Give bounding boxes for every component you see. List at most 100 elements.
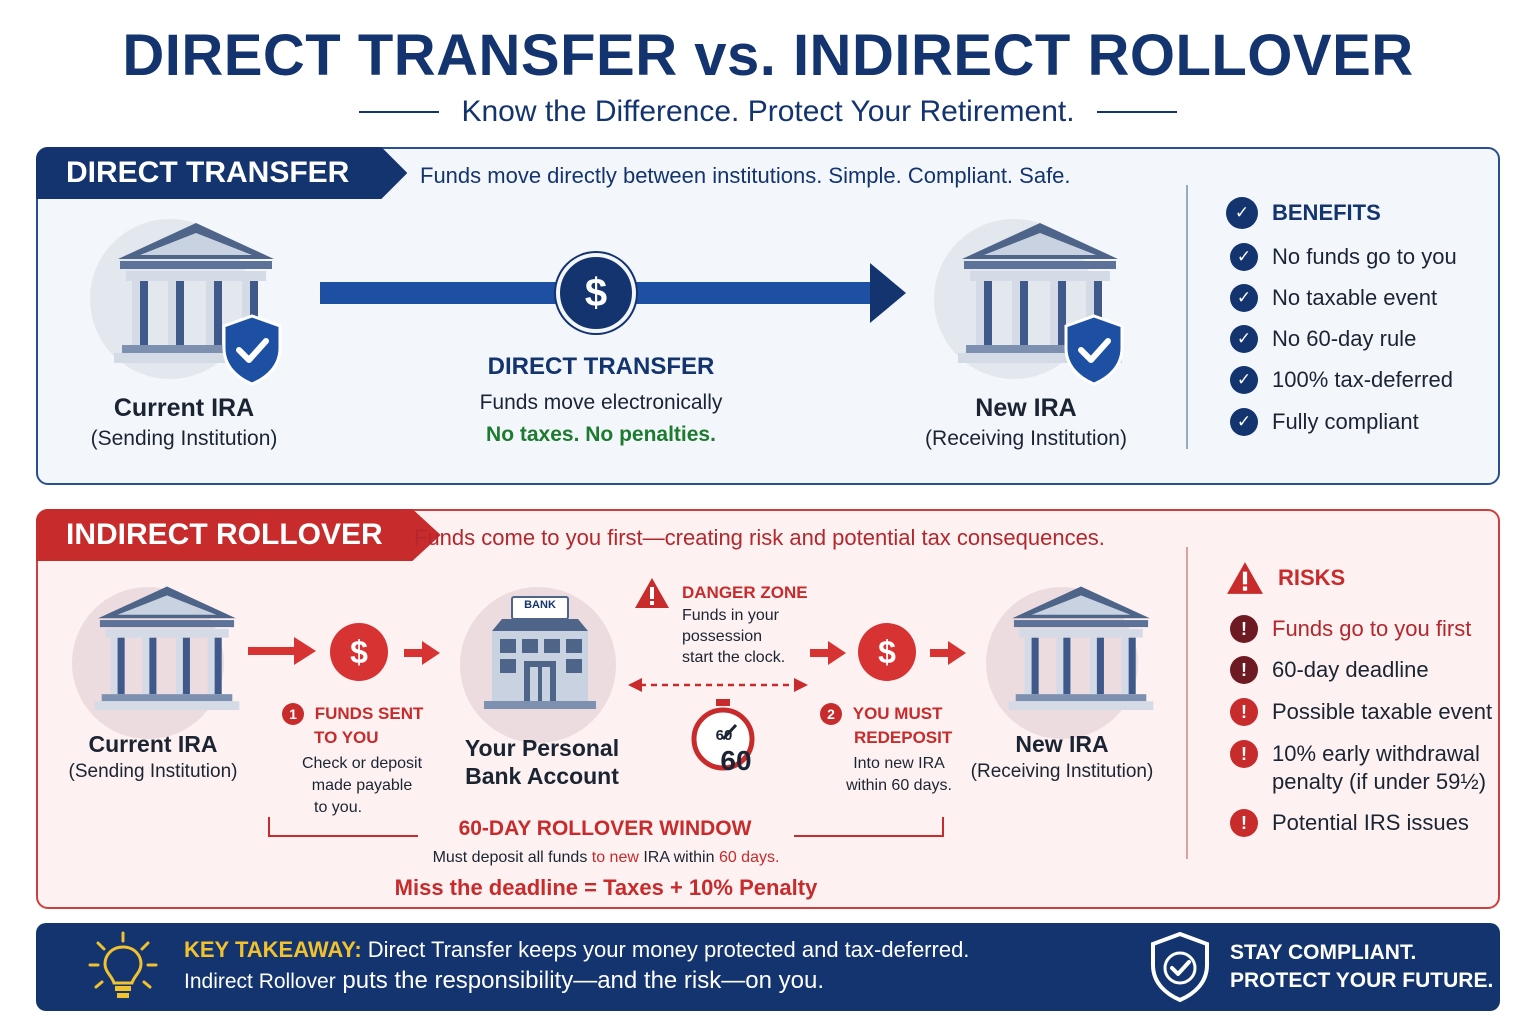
bank-icon (114, 223, 278, 363)
indirect-rollover-tag: INDIRECT ROLLOVER (36, 509, 441, 561)
check-circle-icon: ✓ (1230, 284, 1258, 312)
page-title: DIRECT TRANSFER vs. INDIRECT ROLLOVER (122, 23, 1414, 88)
subtitle-rule-right (1096, 111, 1177, 113)
indirect-source-role: (Sending Institution) (68, 761, 238, 782)
danger-zone-line2: possession (682, 628, 763, 645)
step2-desc-line2: within 60 days. (846, 777, 952, 794)
red-arrow-icon (248, 637, 316, 665)
step2-title-line1: YOU MUST (852, 704, 943, 723)
direct-transfer-tag: DIRECT TRANSFER (36, 147, 408, 199)
danger-zone-line3: start the clock. (682, 649, 786, 666)
takeaway-line1: KEY TAKEAWAY: Direct Transfer keeps your… (184, 937, 969, 963)
bank-icon (94, 586, 240, 711)
step1-desc-line3: to you. (314, 799, 363, 816)
check-circle-icon: ✓ (1230, 325, 1258, 353)
bank-sign-label: BANK (524, 599, 556, 611)
risk-label: 60-day deadline (1272, 657, 1429, 682)
direct-source-role: (Sending Institution) (90, 427, 278, 450)
step2-desc-line1: Into new IRA (853, 755, 945, 772)
window-bracket-left (268, 817, 418, 837)
subtitle-row: Know the Difference. Protect Your Retire… (0, 92, 1536, 132)
check-circle-icon: ✓ (1230, 408, 1258, 436)
takeaway-line2: Indirect Rollover puts the responsibilit… (184, 967, 824, 995)
lightbulb-icon (88, 931, 158, 998)
direct-transfer-label: DIRECT TRANSFER (487, 353, 715, 380)
timer-value: 60 (720, 745, 752, 776)
direct-transfer-panel: DIRECT TRANSFER Funds move directly betw… (36, 147, 1500, 485)
subtitle-rule-left (359, 111, 440, 113)
benefit-item: ✓ No funds go to you (1230, 243, 1457, 271)
step2-title-line2: REDEPOSIT (854, 728, 953, 747)
risk-item: ! 60-day deadline (1230, 656, 1429, 684)
check-circle-icon: ✓ (1230, 366, 1258, 394)
window-bracket-right (794, 817, 944, 837)
shield-check-icon (1064, 314, 1124, 386)
indirect-rollover-description: Funds come to you first—creating risk an… (414, 525, 1105, 550)
risks-heading-label: RISKS (1278, 565, 1346, 590)
warning-triangle-icon (635, 578, 669, 608)
direct-transfer-description: Funds move directly between institutions… (420, 163, 1071, 188)
step1-title-line2: TO YOU (314, 728, 379, 747)
takeaway-text: puts the responsibility—and the risk—on … (335, 967, 824, 994)
takeaway-label: KEY TAKEAWAY: (184, 937, 362, 962)
risk-item: ! Possible taxable event (1230, 698, 1492, 726)
benefit-item: ✓ Fully compliant (1230, 408, 1419, 436)
indirect-source-name: Current IRA (88, 731, 218, 757)
window-line-part: to new (591, 849, 639, 866)
direct-source-name: Current IRA (113, 394, 255, 422)
benefit-label: 100% tax-deferred (1272, 367, 1453, 392)
personal-bank-name-line2: Bank Account (465, 763, 619, 789)
slogan-line2: PROTECT YOUR FUTURE. (1230, 969, 1494, 992)
dollar-icon: $ (556, 253, 636, 333)
exclamation-circle-icon: ! (1230, 698, 1258, 726)
transfer-arrow-head-icon (870, 263, 906, 323)
slogan-line1: STAY COMPLIANT. (1230, 941, 1417, 964)
benefit-item: ✓ 100% tax-deferred (1230, 366, 1453, 394)
indirect-rollover-panel: INDIRECT ROLLOVER Funds come to you firs… (36, 509, 1500, 909)
deadline-warning: Miss the deadline = Taxes + 10% Penalty (394, 875, 818, 900)
danger-zone-line1: Funds in your (682, 607, 779, 624)
benefit-item: ✓ No 60-day rule (1230, 325, 1416, 353)
danger-zone-title: DANGER ZONE (682, 583, 808, 602)
check-circle-icon: ✓ (1230, 243, 1258, 271)
exclamation-circle-icon: ! (1230, 740, 1258, 768)
red-arrow-icon (404, 641, 440, 665)
takeaway-text: Direct Transfer keeps your money protect… (361, 937, 970, 962)
bank-building-icon (484, 596, 596, 709)
indirect-destination-role: (Receiving Institution) (970, 761, 1154, 782)
dashed-double-arrow-icon (628, 678, 808, 692)
rollover-window-title: 60-DAY ROLLOVER WINDOW (458, 817, 752, 840)
risks-heading: RISKS (1226, 561, 1345, 595)
window-line-part: 60 days. (718, 849, 780, 866)
red-arrow-icon (930, 641, 966, 665)
page-subtitle: Know the Difference. Protect Your Retire… (461, 95, 1075, 128)
window-line-part: Must deposit all funds (432, 849, 592, 866)
rollover-window-line: Must deposit all funds to new IRA within… (338, 849, 874, 867)
risk-item: ! 10% early withdrawal (1230, 740, 1480, 768)
benefit-label: No 60-day rule (1272, 326, 1417, 351)
risk-label: Funds go to you first (1272, 616, 1472, 641)
step1-desc-line1: Check or deposit (301, 755, 423, 772)
step1-number-badge: 1 (282, 703, 304, 725)
benefit-label: No funds go to you (1272, 244, 1457, 269)
risk-label: Possible taxable event (1272, 699, 1493, 724)
step1-title: 1 FUNDS SENT (282, 703, 423, 725)
step2-title: 2 YOU MUST (820, 703, 942, 725)
exclamation-circle-icon: ! (1230, 656, 1258, 684)
risk-label-continued: penalty (if under 59½) (1272, 769, 1487, 794)
exclamation-circle-icon: ! (1230, 809, 1258, 837)
step2-number-badge: 2 (820, 703, 842, 725)
benefits-divider (1186, 185, 1188, 449)
benefit-label: Fully compliant (1272, 409, 1419, 434)
shield-check-icon (1151, 931, 1209, 1003)
exclamation-circle-icon: ! (1230, 615, 1258, 643)
direct-destination-role: (Receiving Institution) (925, 427, 1127, 450)
red-arrow-icon (810, 641, 846, 665)
benefit-label: No taxable event (1272, 285, 1438, 310)
bank-icon (1008, 586, 1154, 711)
benefits-heading: ✓ BENEFITS (1226, 197, 1381, 229)
check-circle-icon: ✓ (1226, 197, 1258, 229)
takeaway-text: Indirect Rollover (184, 970, 336, 993)
shield-check-icon (222, 314, 282, 386)
step1-desc-line2: made payable (311, 777, 413, 794)
